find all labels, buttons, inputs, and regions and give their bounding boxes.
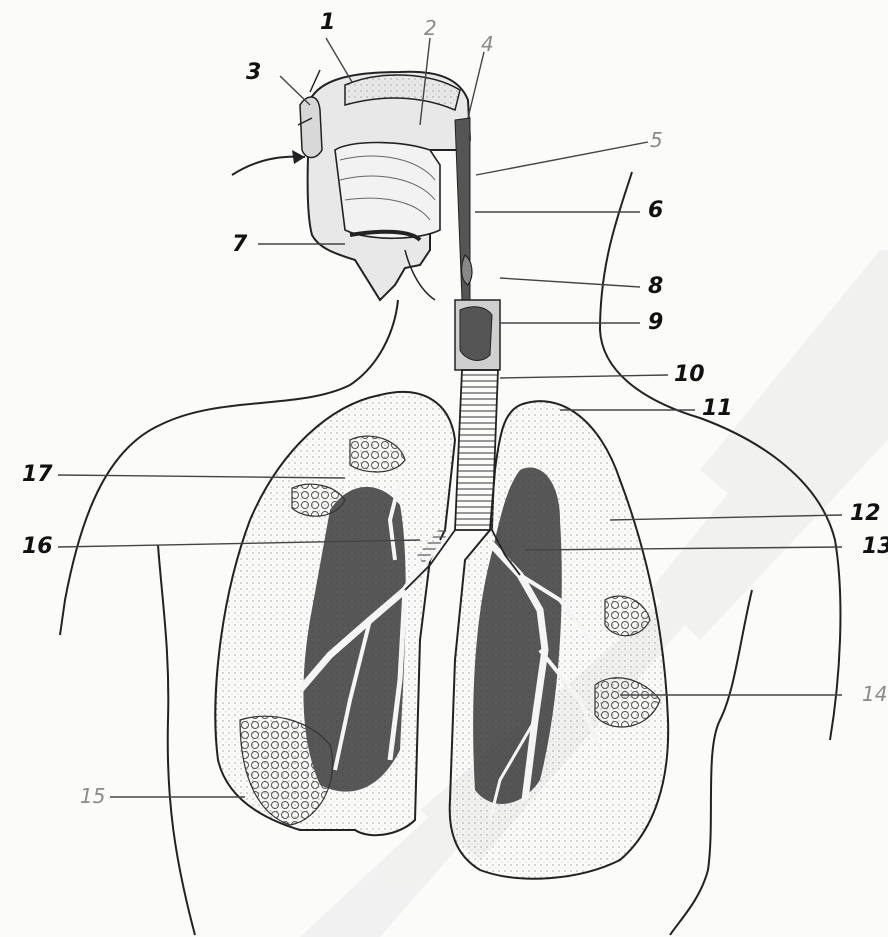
label-13: 13 xyxy=(862,536,888,558)
label-16: 16 xyxy=(22,536,53,558)
label-3: 3 xyxy=(246,62,261,84)
label-5: 5 xyxy=(650,130,663,150)
label-17: 17 xyxy=(22,464,53,486)
label-11: 11 xyxy=(702,398,733,420)
lung-left-of-viewer xyxy=(215,392,455,835)
label-12: 12 xyxy=(850,503,881,525)
label-2: 2 xyxy=(424,18,437,38)
label-8: 8 xyxy=(648,276,663,298)
label-1: 1 xyxy=(320,12,335,34)
label-14: 14 xyxy=(862,684,887,704)
label-7: 7 xyxy=(232,234,247,256)
label-15: 15 xyxy=(80,786,105,806)
label-9: 9 xyxy=(648,312,663,334)
label-6: 6 xyxy=(648,200,663,222)
label-4: 4 xyxy=(481,34,494,54)
label-10: 10 xyxy=(674,364,705,386)
head-section xyxy=(232,70,472,300)
